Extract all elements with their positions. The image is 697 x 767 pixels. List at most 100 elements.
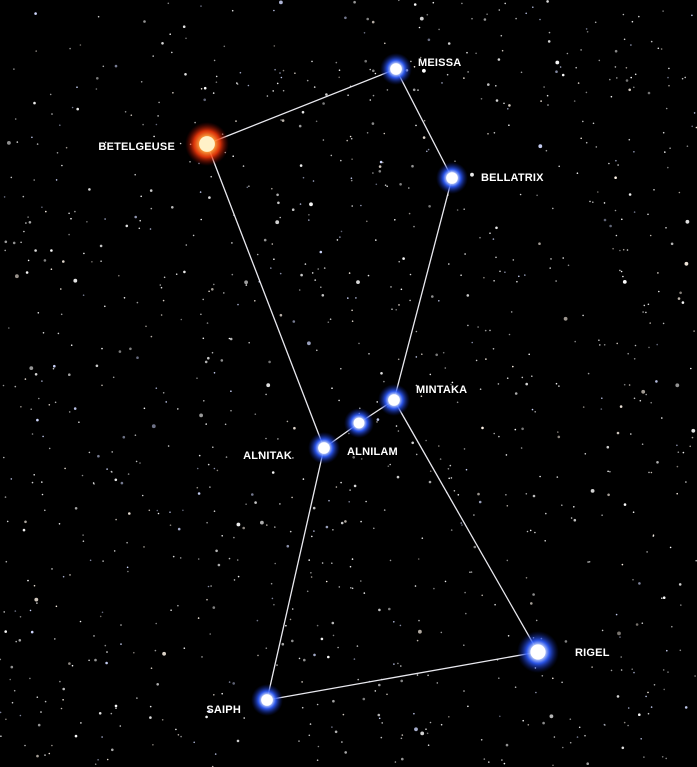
background-star xyxy=(289,530,292,533)
background-star xyxy=(149,705,152,708)
background-star xyxy=(540,100,542,102)
background-star xyxy=(461,2,463,5)
background-star xyxy=(386,89,389,91)
background-star xyxy=(661,597,663,599)
background-star xyxy=(638,582,641,585)
background-star xyxy=(464,591,466,594)
background-star xyxy=(245,284,248,286)
background-star xyxy=(684,76,686,79)
background-star xyxy=(419,56,422,59)
background-star xyxy=(215,81,218,83)
background-star xyxy=(655,380,658,383)
background-star xyxy=(256,619,259,622)
background-star xyxy=(492,348,495,350)
background-star xyxy=(348,501,351,503)
background-star xyxy=(228,681,231,683)
background-star xyxy=(299,164,303,167)
background-star xyxy=(25,271,29,274)
background-star xyxy=(508,104,511,107)
background-star xyxy=(388,607,391,611)
background-star xyxy=(153,135,155,138)
background-star xyxy=(314,279,317,281)
background-star xyxy=(279,503,281,505)
background-star xyxy=(203,98,206,102)
background-star xyxy=(120,481,124,485)
background-star xyxy=(469,571,471,573)
background-star xyxy=(394,761,397,763)
background-star xyxy=(367,274,370,277)
background-star xyxy=(647,213,649,216)
background-star xyxy=(329,318,332,321)
background-star xyxy=(31,481,34,484)
background-star xyxy=(628,138,631,141)
background-star xyxy=(621,218,623,221)
background-star xyxy=(479,388,482,391)
background-star xyxy=(566,52,569,55)
background-star xyxy=(177,408,179,410)
background-star xyxy=(678,191,681,194)
background-star xyxy=(374,72,377,75)
background-star xyxy=(421,353,423,356)
background-star xyxy=(89,559,92,562)
background-star xyxy=(167,2,170,5)
star-label-mintaka: MINTAKA xyxy=(416,384,467,396)
background-star xyxy=(541,675,544,677)
background-star xyxy=(363,592,366,594)
background-star xyxy=(450,529,453,531)
background-star xyxy=(667,166,669,169)
background-star xyxy=(530,602,533,605)
background-star xyxy=(580,137,582,140)
background-star xyxy=(661,417,663,419)
background-star xyxy=(357,678,360,681)
background-star xyxy=(498,435,500,438)
background-star xyxy=(422,136,426,139)
background-star xyxy=(340,521,344,525)
background-star xyxy=(616,431,620,435)
background-star xyxy=(230,390,232,393)
background-star xyxy=(592,201,594,203)
background-star xyxy=(499,715,501,718)
background-star xyxy=(475,359,478,362)
background-star xyxy=(504,271,506,274)
background-star xyxy=(547,40,551,43)
background-star xyxy=(150,667,153,669)
background-star xyxy=(694,675,696,677)
background-star xyxy=(162,392,165,394)
background-star xyxy=(661,756,664,758)
star-label-rigel: RIGEL xyxy=(575,647,610,659)
background-star xyxy=(663,688,665,691)
background-star xyxy=(375,183,378,186)
background-star xyxy=(627,707,630,709)
background-star xyxy=(415,453,418,456)
background-star xyxy=(386,185,389,188)
background-star xyxy=(457,494,460,496)
background-star xyxy=(415,384,418,387)
background-star xyxy=(189,161,191,163)
background-star xyxy=(634,73,637,76)
background-star xyxy=(362,697,366,701)
background-star xyxy=(293,426,296,430)
background-star xyxy=(522,719,524,722)
background-star xyxy=(206,598,208,601)
background-star xyxy=(628,88,631,92)
background-star xyxy=(621,746,625,750)
background-star xyxy=(270,267,272,269)
background-star xyxy=(648,471,650,474)
background-star xyxy=(104,644,107,647)
background-star xyxy=(595,146,598,148)
background-star xyxy=(185,37,187,40)
background-star xyxy=(633,358,636,360)
background-star xyxy=(292,457,294,459)
background-star xyxy=(471,17,473,20)
background-star xyxy=(504,2,507,5)
background-star xyxy=(34,597,39,602)
background-star xyxy=(515,17,517,20)
background-star xyxy=(257,654,259,657)
background-star xyxy=(99,615,102,618)
star-core xyxy=(388,394,400,406)
background-star xyxy=(97,454,100,458)
background-star xyxy=(351,309,353,312)
background-star xyxy=(418,26,421,29)
background-star xyxy=(538,242,541,245)
